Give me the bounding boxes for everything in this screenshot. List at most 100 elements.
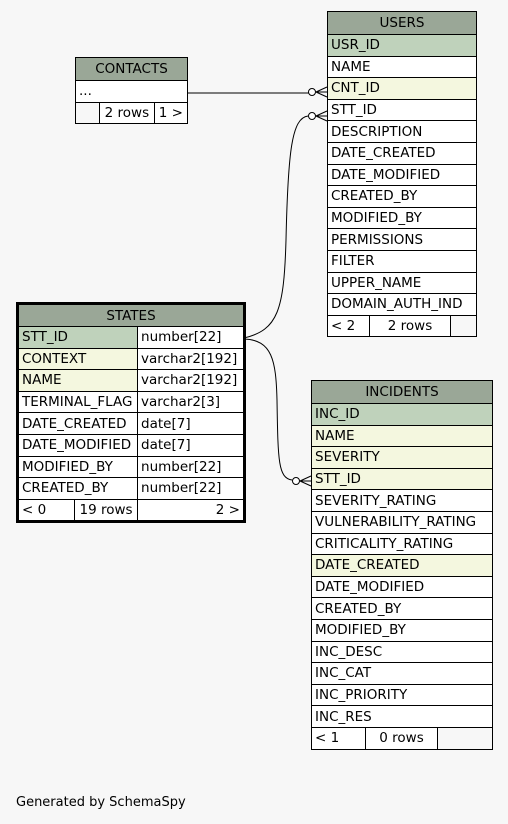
table-cell: MODIFIED_BY xyxy=(311,618,493,642)
table-cell: 2 > xyxy=(137,498,245,522)
column-row[interactable]: DESCRIPTION xyxy=(327,120,477,143)
column-row[interactable]: NAME xyxy=(327,55,477,79)
table-cell: DESCRIPTION xyxy=(327,120,477,143)
table-cell: varchar2[192] xyxy=(137,369,245,392)
table-cell: DATE_CREATED xyxy=(327,141,477,165)
table-cell xyxy=(450,314,477,338)
table-cell: number[22] xyxy=(137,455,245,479)
table-header[interactable]: INCIDENTS xyxy=(311,380,493,404)
column-row[interactable]: DATE_CREATED xyxy=(311,554,493,577)
credit-text: Generated by SchemaSpy xyxy=(16,795,186,810)
column-row[interactable]: INC_PRIORITY xyxy=(311,683,493,707)
table-cell: varchar2[3] xyxy=(137,390,245,414)
table-cell: CREATED_BY xyxy=(327,185,477,208)
column-row[interactable]: UPPER_NAME xyxy=(327,271,477,295)
column-row[interactable]: MODIFIED_BY xyxy=(327,206,477,230)
table-cell: PERMISSIONS xyxy=(327,228,477,251)
table-cell: DATE_MODIFIED xyxy=(16,433,139,457)
column-row[interactable]: INC_DESC xyxy=(311,640,493,664)
table-cell: USR_ID xyxy=(327,34,477,57)
column-row[interactable]: INC_RES xyxy=(311,705,493,728)
column-row[interactable]: MODIFIED_BY xyxy=(311,618,493,642)
column-row[interactable]: PERMISSIONS xyxy=(327,228,477,251)
table-header[interactable]: CONTACTS xyxy=(75,57,188,81)
relationship-states-users xyxy=(243,115,309,339)
table-cell: STATES xyxy=(17,303,245,327)
table-cell: STT_ID xyxy=(327,98,477,122)
table-cell: SEVERITY xyxy=(311,446,493,469)
table-cell: INC_ID xyxy=(311,403,493,426)
column-row[interactable]: INC_CAT xyxy=(311,662,493,685)
crowfoot-marker xyxy=(315,86,328,98)
table-cell: CONTEXT xyxy=(16,347,139,371)
table-cell: < 2 xyxy=(327,314,370,338)
relationship-states-incidents xyxy=(243,338,293,481)
table-cell: number[22] xyxy=(137,326,245,349)
table-cell: MODIFIED_BY xyxy=(16,455,139,479)
column-row[interactable]: STT_ID xyxy=(311,467,493,491)
table-cell: INCIDENTS xyxy=(311,380,493,404)
table-row[interactable]: ... xyxy=(75,80,188,103)
table-cell: < 0 xyxy=(17,498,75,522)
table-cell: CRITICALITY_RATING xyxy=(311,532,493,556)
column-row[interactable]: USR_ID xyxy=(327,34,477,57)
table-cell: CNT_ID xyxy=(327,77,477,100)
table-cell: date[7] xyxy=(137,412,245,435)
column-row[interactable]: CNT_ID xyxy=(327,77,477,100)
column-row[interactable]: DOMAIN_AUTH_IND xyxy=(327,293,477,316)
column-row[interactable]: VULNERABILITY_RATING xyxy=(311,510,493,534)
table-cell: STT_ID xyxy=(16,326,139,349)
table-cell: INC_DESC xyxy=(311,640,493,664)
table-cell: 19 rows xyxy=(73,498,139,522)
column-row[interactable]: SEVERITY xyxy=(311,446,493,469)
table-cell: date[7] xyxy=(137,433,245,457)
column-row[interactable]: DATE_MODIFIED xyxy=(327,163,477,187)
table-cell: DATE_CREATED xyxy=(311,554,493,577)
column-row[interactable]: STT_ID xyxy=(327,98,477,122)
table-cell: NAME xyxy=(16,369,139,392)
column-row[interactable]: SEVERITY_RATING xyxy=(311,489,493,512)
table-cell: < 1 xyxy=(311,726,366,750)
crowfoot-circle xyxy=(308,88,316,96)
table-cell: TERMINAL_FLAG xyxy=(16,390,139,414)
column-row[interactable]: DATE_CREATED xyxy=(327,141,477,165)
column-row[interactable]: FILTER xyxy=(327,249,477,273)
column-row[interactable]: CREATED_BY xyxy=(311,597,493,620)
column-row[interactable]: INC_ID xyxy=(311,403,493,426)
table-header[interactable]: USERS xyxy=(327,11,477,35)
table-cell: 0 rows xyxy=(365,726,438,750)
table-cell: MODIFIED_BY xyxy=(327,206,477,230)
table-cell: INC_PRIORITY xyxy=(311,683,493,707)
table-cell: CONTACTS xyxy=(75,57,188,81)
table-cell: number[22] xyxy=(137,477,245,500)
table-cell: DATE_MODIFIED xyxy=(311,575,493,599)
table-cell: STT_ID xyxy=(311,467,493,491)
table-cell: varchar2[192] xyxy=(137,347,245,371)
table-cell: USERS xyxy=(327,11,477,35)
table-cell: FILTER xyxy=(327,249,477,273)
column-row[interactable]: CRITICALITY_RATING xyxy=(311,532,493,556)
column-row[interactable]: NAME xyxy=(311,424,493,448)
column-row[interactable]: DATE_MODIFIED xyxy=(311,575,493,599)
table-cell: INC_RES xyxy=(311,705,493,728)
table-cell: CREATED_BY xyxy=(311,597,493,620)
column-row[interactable]: CREATED_BY xyxy=(327,185,477,208)
table-cell: 2 rows xyxy=(369,314,451,338)
table-header[interactable]: STATES xyxy=(17,303,245,327)
